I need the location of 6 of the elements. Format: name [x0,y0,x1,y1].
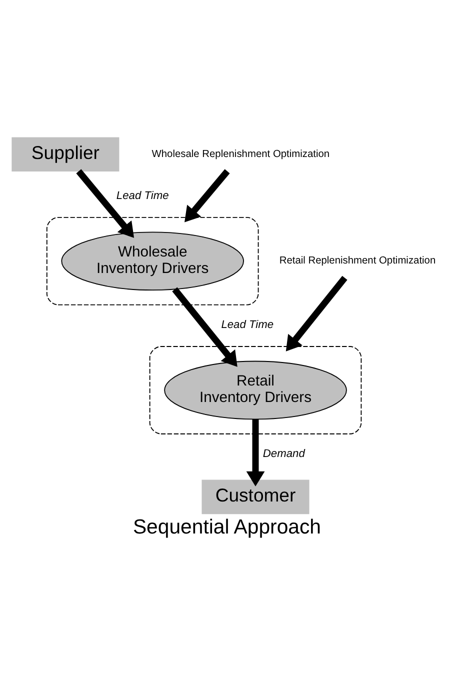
caption: Sequential Approach [132,516,322,538]
node-text: Wholesale Replenishment Optimization [152,148,330,160]
edge-label: Lead Time [221,318,274,331]
edge-label: Lead Time [116,189,169,202]
node-text: Retail Replenishment Optimization [279,255,436,266]
edge-label: Demand [262,448,305,460]
